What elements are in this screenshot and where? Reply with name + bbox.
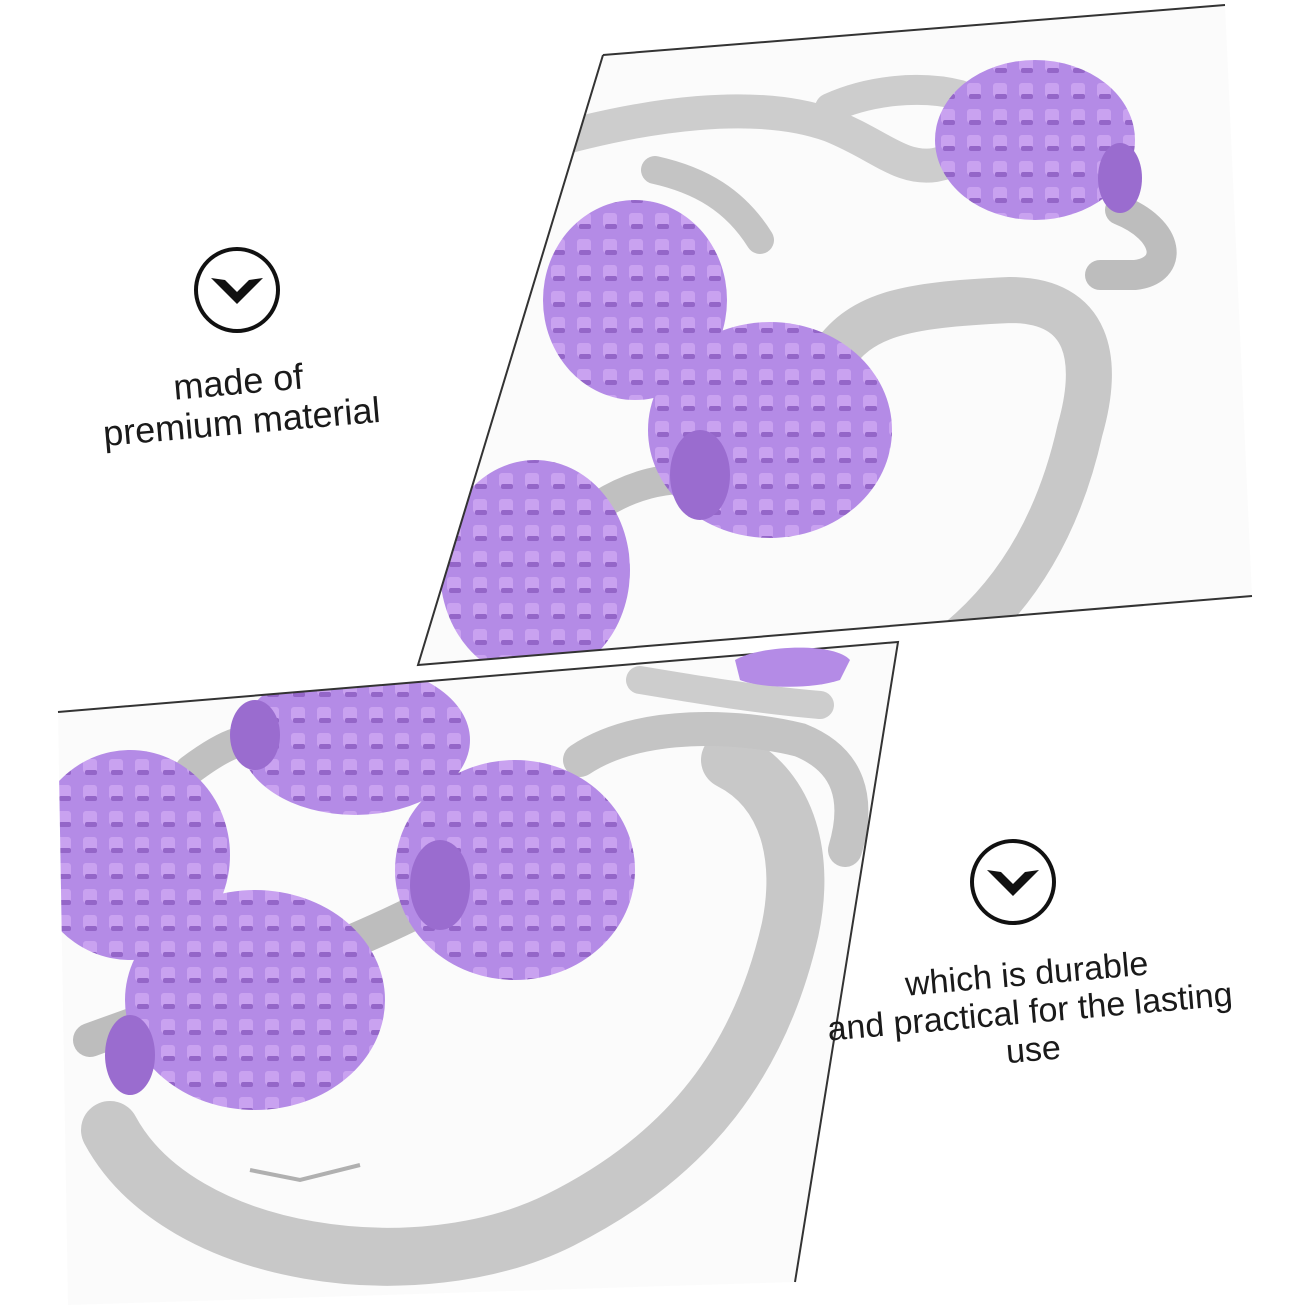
chevron-check-icon [194, 247, 280, 333]
product-photo-top [418, 5, 1252, 665]
product-photo-bottom [58, 642, 898, 1305]
roller-peek [735, 647, 850, 687]
chevron-check-icon [970, 839, 1056, 925]
